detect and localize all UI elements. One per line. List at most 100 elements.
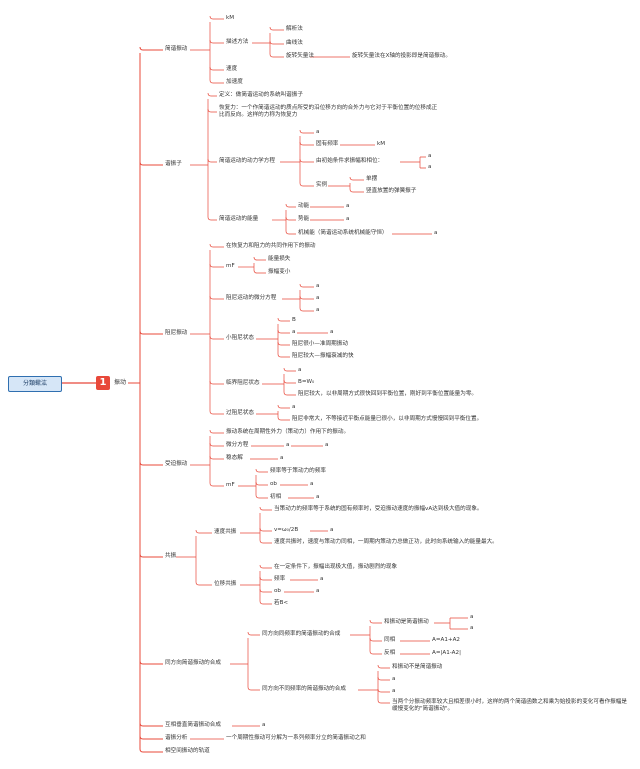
node-init-cond[interactable]: 由初始条件求振幅和相位： xyxy=(316,158,384,164)
node-oscillator[interactable]: 谐振子 xyxy=(165,161,182,167)
node-forced-freq: 频率等于策动力的频率 xyxy=(270,468,326,474)
connector xyxy=(139,722,163,727)
connector xyxy=(209,15,224,20)
connector xyxy=(209,295,224,300)
node-damped-intro: 在恢复力和阻力的共同作用下的振动 xyxy=(226,243,316,249)
node-underdamped-a1: a xyxy=(292,329,296,335)
node-disp-res-ob: ob xyxy=(274,588,281,594)
node-same-freq[interactable]: 同方向同频率的简谐振动的合成 xyxy=(262,631,341,637)
connector xyxy=(299,141,314,146)
node-forced-diff-a2: a xyxy=(325,442,329,448)
node-harmonic-analysis-text: 一个周期性振动可分解为一系列频率分立的简谐振动之和 xyxy=(226,735,366,741)
connector xyxy=(139,748,163,753)
connector xyxy=(277,416,290,421)
node-superposition[interactable]: 同方向简谐振动的合成 xyxy=(165,660,221,666)
connector xyxy=(209,243,224,248)
node-harmonic-analysis[interactable]: 谐振分析 xyxy=(165,735,188,741)
connector xyxy=(285,230,296,235)
connector xyxy=(283,391,296,396)
connector xyxy=(377,688,390,693)
node-disp-res-freq: 频率 xyxy=(274,576,286,582)
chapter-title[interactable]: 振动 xyxy=(114,379,127,386)
connector xyxy=(369,650,382,655)
node-critical[interactable]: 临界阻尼状态 xyxy=(226,380,260,386)
node-natural-freq-value: kM xyxy=(377,141,386,147)
connector xyxy=(209,263,224,268)
node-init-a1: a xyxy=(428,153,432,159)
connector xyxy=(139,330,163,335)
node-same-freq-a2: a xyxy=(470,625,474,631)
node-mech-energy: 机械能（简谐运动系统机械能守恒） xyxy=(298,230,388,236)
connector xyxy=(139,161,163,166)
node-underdamped[interactable]: 小阻尼状态 xyxy=(226,335,254,341)
connector xyxy=(209,335,224,340)
node-underdamped-b: B xyxy=(292,317,296,323)
connector xyxy=(269,40,284,45)
node-simple-harmonic[interactable]: 简谐振动 xyxy=(165,46,188,52)
connector xyxy=(285,216,296,221)
node-vel-resonance[interactable]: 速度共振 xyxy=(214,529,237,535)
node-natural-freq: 固有频率 xyxy=(316,141,339,147)
connector xyxy=(207,216,217,221)
node-amp-decrease: 振幅变小 xyxy=(268,269,291,275)
node-vel-res-text1: 当策动力的频率等于系统的固有频率时，受迫振动速度的振幅vA达到极大值的现象。 xyxy=(274,506,483,512)
connector xyxy=(255,481,268,486)
connector xyxy=(259,527,272,532)
node-diff-freq-a2: a xyxy=(392,688,396,694)
connector xyxy=(283,367,296,372)
node-in-phase: 同相 xyxy=(384,637,396,643)
node-resonance[interactable]: 共振 xyxy=(165,553,177,559)
node-steady[interactable]: 稳态解 xyxy=(226,455,243,461)
node-disp-resonance[interactable]: 位移共振 xyxy=(214,581,237,587)
node-diff-freq-text: 和振动不是简谐振动 xyxy=(392,664,443,670)
connector xyxy=(209,442,224,447)
node-underdamped-a2: a xyxy=(330,329,334,335)
node-desc-method[interactable]: 描述方法 xyxy=(226,39,249,45)
node-forced[interactable]: 受迫振动 xyxy=(165,461,188,467)
node-forced-mf[interactable]: mF xyxy=(226,482,235,488)
node-examples[interactable]: 实例 xyxy=(316,182,328,188)
connector xyxy=(277,317,290,322)
connector xyxy=(259,506,272,511)
connector xyxy=(139,735,163,740)
connector xyxy=(255,494,268,499)
node-overdamped[interactable]: 过阻尼状态 xyxy=(226,410,254,416)
node-diff-freq[interactable]: 同方向不同频率的简谐振动的合成 xyxy=(262,686,346,692)
node-damped-mf[interactable]: mF xyxy=(226,263,235,269)
node-vel-res-formula: v=ω₀/2B xyxy=(274,527,299,533)
node-dyn-eq[interactable]: 简谐运动的动力学方程 xyxy=(219,158,275,164)
connector xyxy=(139,46,163,51)
connector xyxy=(209,455,224,460)
node-forced-ob-a: a xyxy=(310,481,314,487)
node-in-phase-value: A=A1+A2 xyxy=(432,637,460,643)
connector xyxy=(277,353,290,358)
connector xyxy=(400,156,426,169)
connector xyxy=(209,410,224,415)
node-restore-force: 恢复力：一个作简谐运动的质点所受的沿位移方向的合外力与它对于平衡位置的位移成正比… xyxy=(219,105,438,118)
node-energy-loss: 能量损失 xyxy=(268,256,291,262)
connector xyxy=(299,295,314,300)
node-perpendicular-a: a xyxy=(262,722,266,728)
node-energy[interactable]: 简谐运动的能量 xyxy=(219,216,259,222)
connector xyxy=(207,108,217,113)
node-dyn-a: a xyxy=(316,129,320,135)
node-critical-b: B=W₀ xyxy=(298,379,315,385)
connector xyxy=(259,600,272,605)
connector xyxy=(377,664,390,669)
node-damped-eq[interactable]: 阻尼运动的微分方程 xyxy=(226,295,277,301)
node-forced-diff[interactable]: 微分方程 xyxy=(226,442,249,448)
node-damped[interactable]: 阻尼振动 xyxy=(165,330,188,336)
connector xyxy=(259,539,272,544)
node-rot-vector[interactable]: 旋转矢量法 xyxy=(286,53,314,59)
connector xyxy=(310,206,432,235)
root-node[interactable]: 分類蠍汯 xyxy=(8,376,62,392)
connector xyxy=(285,203,296,208)
connector xyxy=(195,529,212,534)
node-phase-space[interactable]: 相空间振动的轨道 xyxy=(165,748,210,754)
connector xyxy=(299,158,314,163)
connector xyxy=(277,329,290,334)
connector xyxy=(269,53,284,58)
node-perpendicular[interactable]: 互相垂直简谐振动合成 xyxy=(165,722,221,728)
connector xyxy=(253,256,266,261)
